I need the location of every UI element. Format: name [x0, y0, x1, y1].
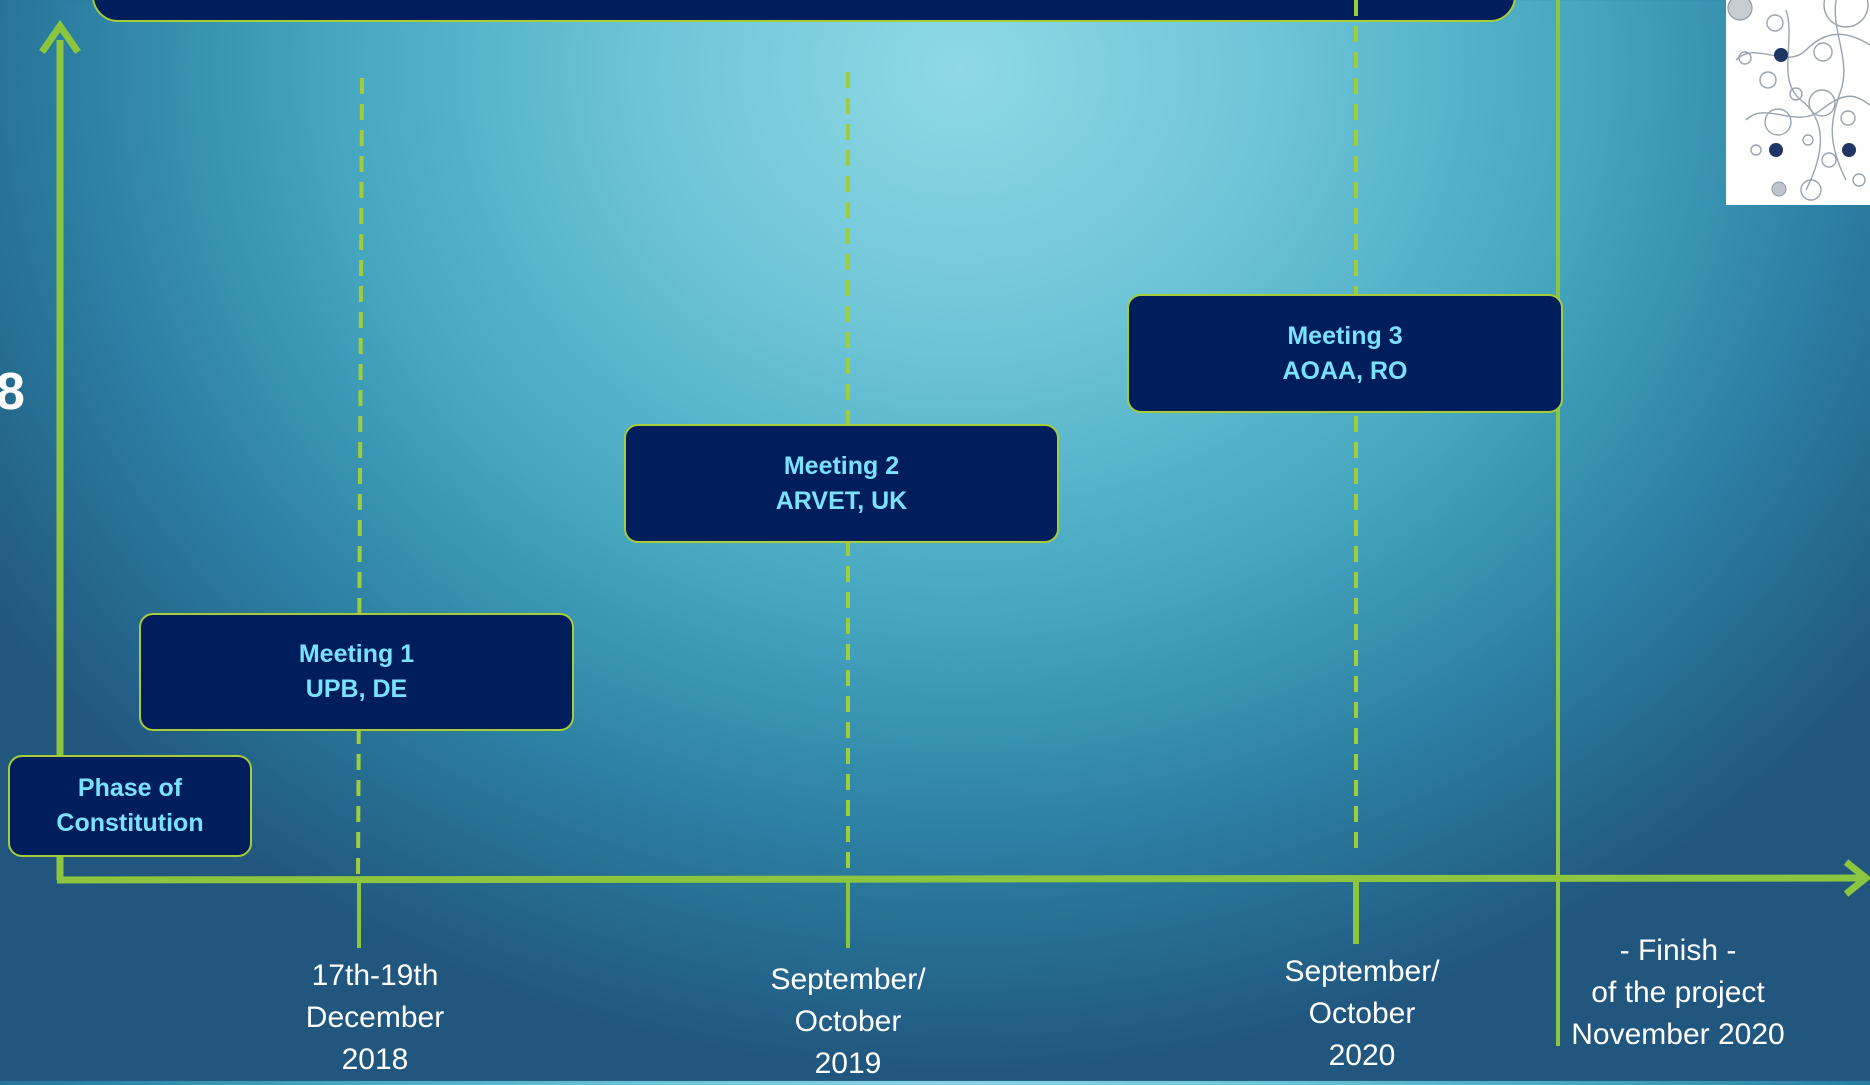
date-sep-2019-label: September/ October 2019 [728, 959, 968, 1085]
date-line: September/ [770, 963, 926, 996]
date-line: 2018 [341, 1043, 409, 1076]
event-line1: Phase of [77, 774, 183, 802]
meeting-3-box: Meeting 3 AOAA, RO [1127, 294, 1563, 413]
date-line: December [305, 1001, 445, 1034]
event-line1: Meeting 1 [298, 640, 415, 668]
bubbles-logo-icon [1726, 0, 1870, 205]
date-line: September/ [1284, 955, 1440, 988]
date-line: - Finish - [1619, 934, 1737, 967]
meeting-2-box: Meeting 2 ARVET, UK [624, 424, 1059, 543]
date-line: 2019 [814, 1047, 882, 1080]
event-line2: AOAA, RO [1282, 356, 1408, 385]
phase-of-constitution-box: Phase of Constitution [8, 755, 252, 857]
event-line1: Meeting 3 [1287, 321, 1403, 350]
x-axis [56, 874, 1861, 884]
date-finish-label: - Finish - of the project November 2020 [1547, 930, 1809, 1056]
y-axis-arrowhead [39, 19, 81, 54]
date-line: of the project [1591, 976, 1765, 1009]
event-line2: UPB, DE [305, 675, 408, 703]
guide-line-dec-2018 [356, 77, 364, 881]
date-sep-2020-label: September/ October 2020 [1242, 951, 1482, 1077]
event-line2: Constitution [56, 809, 204, 837]
event-line1: Meeting 2 [783, 451, 900, 480]
edge-text: 8 [0, 363, 25, 421]
date-line: 17th-19th [311, 959, 439, 992]
date-line: October [1308, 997, 1416, 1030]
date-dec-2018-label: 17th-19th December 2018 [255, 955, 495, 1081]
date-line: 2020 [1328, 1039, 1396, 1072]
meeting-1-box: Meeting 1 UPB, DE [139, 613, 574, 731]
date-line: October [794, 1005, 902, 1038]
event-line2: ARVET, UK [775, 486, 908, 515]
date-line: November 2020 [1571, 1018, 1785, 1051]
x-axis-arrowhead [1843, 859, 1870, 897]
